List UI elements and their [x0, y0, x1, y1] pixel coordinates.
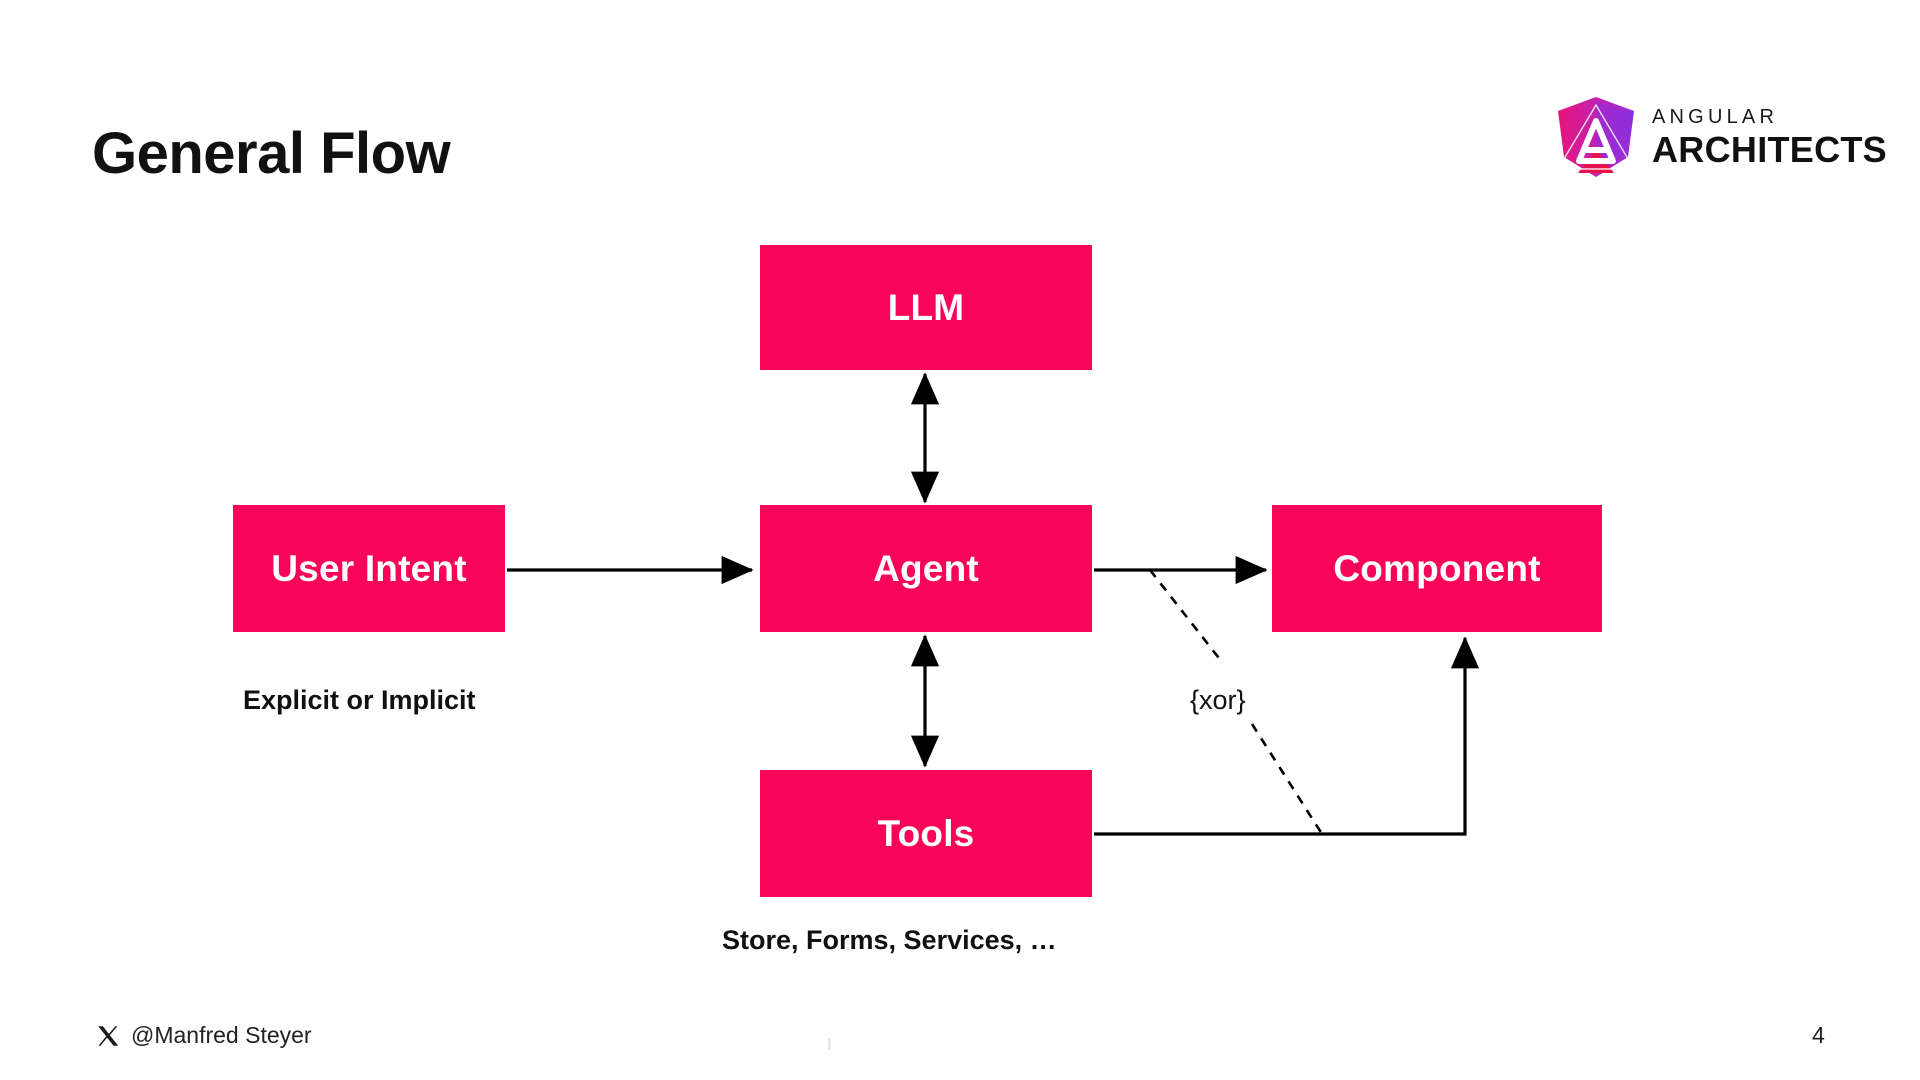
- xor-constraint-line-lower: [1250, 723, 1324, 835]
- caption-tools: Store, Forms, Services, …: [722, 925, 1057, 955]
- node-component-label: Component: [1333, 547, 1541, 589]
- edge-tools-to-component: [1094, 636, 1480, 836]
- brand-logo-line-bottom: ARCHITECTS: [1652, 128, 1887, 170]
- brand-logo: ANGULAR ARCHITECTS: [1552, 88, 1887, 186]
- node-llm-label: LLM: [887, 286, 965, 328]
- footer-handle-text: @Manfred Steyer: [131, 1022, 312, 1048]
- node-agent-label: Agent: [873, 547, 979, 589]
- brand-logo-text: ANGULAR ARCHITECTS: [1652, 107, 1887, 168]
- stray-mark: [828, 1038, 831, 1050]
- node-tools[interactable]: Tools: [760, 770, 1092, 897]
- angular-shield-a-icon: [1552, 91, 1640, 183]
- page-title: General Flow: [92, 121, 451, 186]
- node-user-intent[interactable]: User Intent: [233, 505, 505, 632]
- node-llm[interactable]: LLM: [760, 245, 1092, 370]
- x-twitter-icon: [96, 1024, 120, 1048]
- xor-constraint-line-upper: [1148, 569, 1224, 663]
- footer-social-handle: @Manfred Steyer: [96, 1022, 312, 1049]
- node-user-intent-label: User Intent: [271, 547, 467, 589]
- caption-user-intent: Explicit or Implicit: [243, 685, 476, 715]
- page-number: 4: [1812, 1022, 1825, 1048]
- node-tools-label: Tools: [877, 812, 975, 854]
- brand-logo-line-top: ANGULAR: [1652, 105, 1779, 128]
- node-component[interactable]: Component: [1272, 505, 1602, 632]
- xor-constraint-label: {xor}: [1190, 685, 1246, 715]
- node-agent[interactable]: Agent: [760, 505, 1092, 632]
